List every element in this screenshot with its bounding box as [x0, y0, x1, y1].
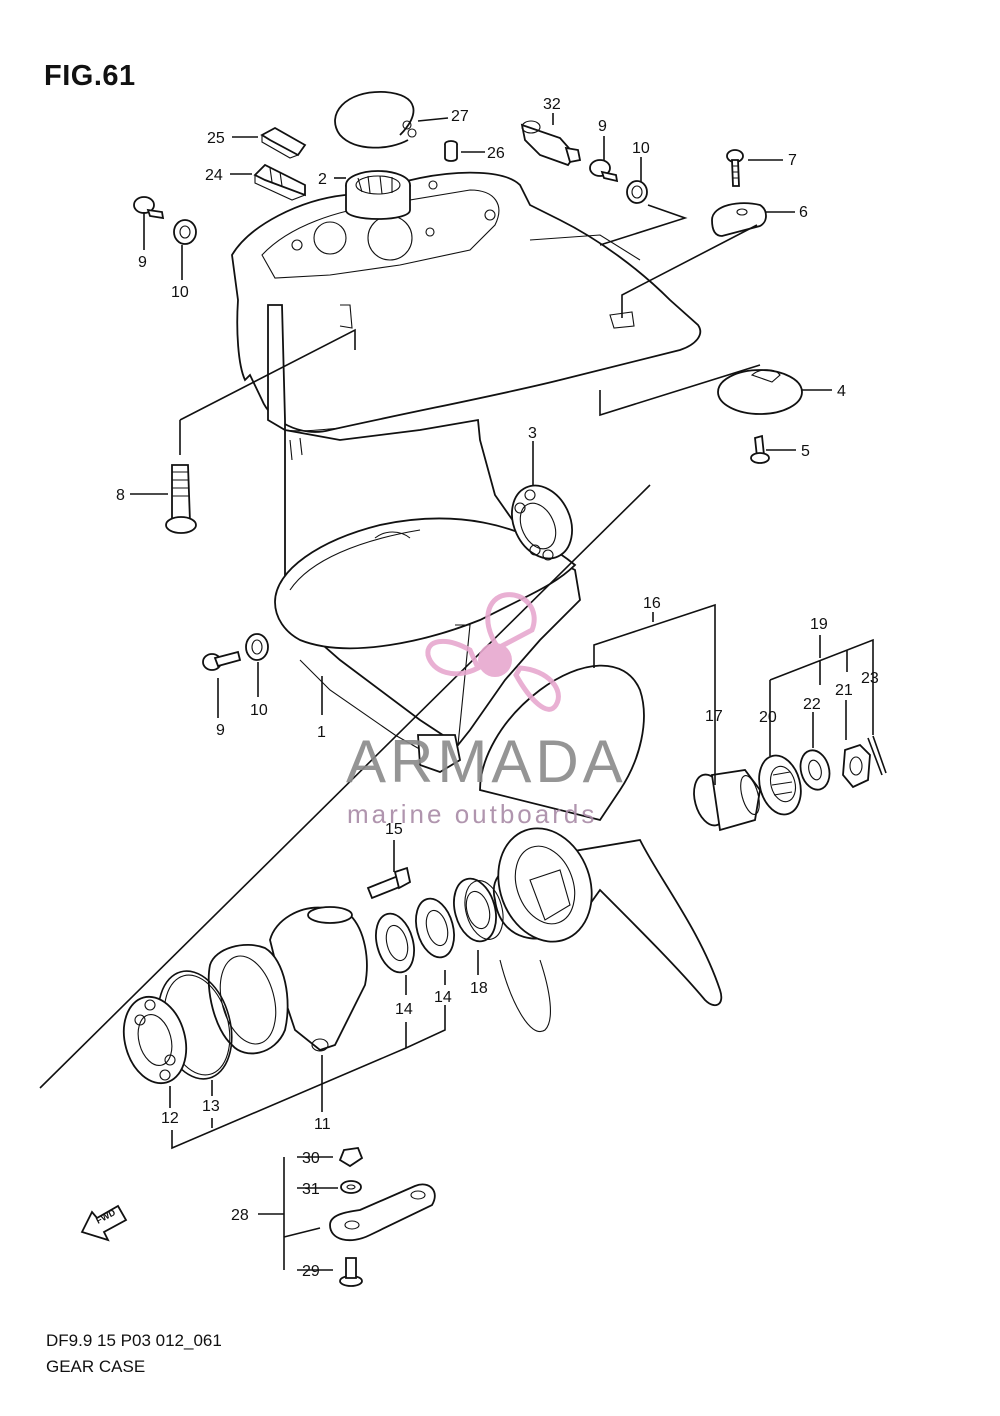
screw-part-29: [339, 1257, 363, 1287]
callout-10-top: 10: [632, 140, 650, 157]
callout-8: 8: [116, 487, 125, 504]
watermark-brand: ARMADA: [346, 728, 627, 795]
washer-part-10-left: [173, 219, 197, 245]
callout-1: 1: [317, 724, 326, 741]
ball-bearing-part-3: [511, 484, 573, 561]
callout-32: 32: [543, 96, 561, 113]
callout-20: 20: [759, 709, 777, 726]
sleeve-part-32: [520, 120, 582, 167]
plate-part-28: [329, 1183, 436, 1242]
washer-part-10-top: [626, 180, 648, 204]
oil-seal-part-14-lower: [375, 912, 415, 974]
gear-case-housing: [231, 171, 702, 773]
needle-bearing-part-2: [345, 170, 411, 220]
propeller-part-16: [479, 664, 723, 1033]
ball-bearing-part-12: [122, 995, 188, 1085]
figure-title: FIG.61: [44, 60, 136, 92]
pad-parts-24-25: [253, 126, 307, 201]
callout-6: 6: [799, 204, 808, 221]
washer-part-22: [799, 749, 831, 791]
callout-14-lower: 14: [395, 1001, 413, 1018]
propeller-logo-icon: [425, 592, 561, 712]
watermark-tagline: marine outboards: [347, 799, 597, 829]
nut-part-30: [338, 1147, 364, 1168]
armada-watermark: ARMADA marine outboards: [346, 592, 627, 829]
forward-arrow-icon: FWD: [80, 1204, 128, 1242]
washer-part-31: [340, 1180, 362, 1194]
callout-18: 18: [470, 980, 488, 997]
cotter-pin-part-23: [867, 735, 887, 776]
callout-28: 28: [231, 1207, 249, 1224]
callout-24: 24: [205, 167, 223, 184]
callout-15: 15: [385, 821, 403, 838]
callout-13: 13: [202, 1098, 220, 1115]
callout-30: 30: [302, 1150, 320, 1167]
bolt-part-9-mid: [202, 650, 242, 671]
figure-code: DF9.9 15 P03 012_061: [46, 1331, 222, 1350]
figure-name: GEAR CASE: [46, 1357, 146, 1376]
callout-14-upper: 14: [434, 989, 452, 1006]
callout-16: 16: [643, 595, 661, 612]
anode-part-6: [711, 202, 767, 237]
callout-4: 4: [837, 383, 846, 400]
callout-9-mid: 9: [216, 722, 225, 739]
callout-17: 17: [705, 708, 723, 725]
callout-22: 22: [803, 696, 821, 713]
callout-21: 21: [835, 682, 853, 699]
nut-part-21: [842, 743, 871, 789]
callout-5: 5: [801, 443, 810, 460]
dowel-pin-part-26: [444, 140, 458, 162]
callout-25: 25: [207, 130, 225, 147]
callout-numbers: 27 26 2 25 24 32 9 10 7 6 9 10 4 5 8 3 1…: [116, 96, 879, 1280]
washer-part-20: [758, 754, 802, 816]
callout-29: 29: [302, 1263, 320, 1280]
leader-lines: [39, 113, 874, 1271]
callout-11: 11: [314, 1116, 331, 1133]
callout-31: 31: [302, 1181, 320, 1198]
trim-tab-part-4: [717, 369, 803, 415]
bolt-part-8: [165, 464, 197, 534]
callout-3: 3: [528, 425, 537, 442]
callout-7: 7: [788, 152, 797, 169]
callout-19: 19: [810, 616, 828, 633]
circlip-part-27: [334, 91, 417, 149]
bolt-part-9-top: [589, 159, 619, 183]
bolt-part-15: [366, 866, 412, 900]
bolt-part-9-left: [133, 196, 165, 220]
bolt-part-7: [726, 149, 744, 187]
spacer-part-17: [693, 769, 761, 832]
washer-part-10-mid: [245, 633, 269, 661]
callout-23: 23: [861, 670, 879, 687]
callout-2: 2: [318, 171, 327, 188]
oil-seal-part-14-upper: [415, 897, 455, 959]
callout-10-mid: 10: [250, 702, 268, 719]
callout-26: 26: [487, 145, 505, 162]
callout-27: 27: [451, 108, 469, 125]
callout-9-left: 9: [138, 254, 147, 271]
bearing-housing-part-11: [207, 906, 368, 1055]
callout-10-left: 10: [171, 284, 189, 301]
callout-12: 12: [161, 1110, 179, 1127]
bolt-part-5: [750, 434, 770, 464]
callout-9-top: 9: [598, 118, 607, 135]
oil-seal-part-18: [453, 877, 504, 943]
